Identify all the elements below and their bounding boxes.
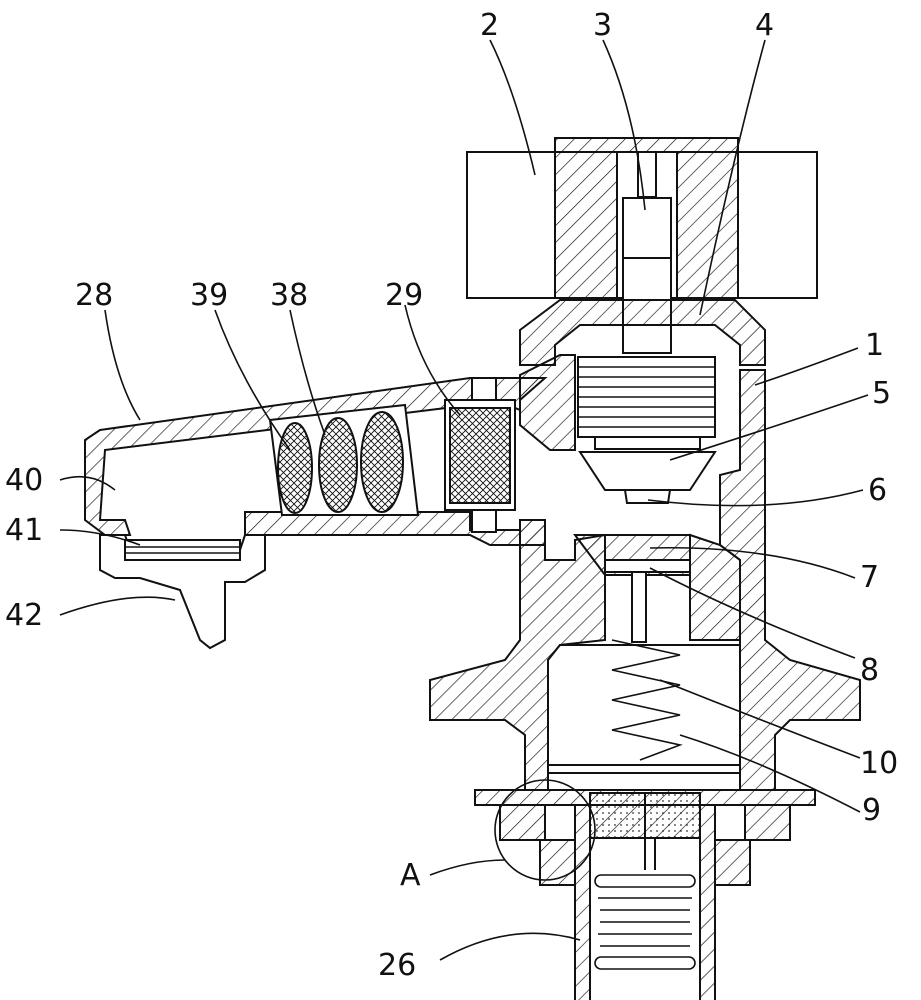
label-7: 7 xyxy=(860,560,879,595)
label-6: 6 xyxy=(868,473,887,508)
check-valve xyxy=(444,377,516,533)
detail-circle-a xyxy=(494,779,596,881)
label-38: 38 xyxy=(270,278,308,313)
label-5: 5 xyxy=(872,376,891,411)
label-3: 3 xyxy=(593,8,612,43)
label-8: 8 xyxy=(860,653,879,688)
label-40: 40 xyxy=(5,463,43,498)
filter-cartridge xyxy=(268,403,420,516)
leader-lines xyxy=(59,39,869,961)
label-29: 29 xyxy=(385,278,423,313)
label-a: A xyxy=(400,858,421,893)
label-9: 9 xyxy=(862,793,881,828)
label-41: 41 xyxy=(5,513,43,548)
label-26: 26 xyxy=(378,948,416,983)
label-28: 28 xyxy=(75,278,113,313)
part-labels: 2 3 4 1 5 6 7 8 10 9 26 28 39 38 29 40 4… xyxy=(5,8,898,983)
label-42: 42 xyxy=(5,598,43,633)
threaded-cartridge xyxy=(577,356,717,504)
label-2: 2 xyxy=(480,8,499,43)
label-1: 1 xyxy=(865,328,884,363)
label-39: 39 xyxy=(190,278,228,313)
label-4: 4 xyxy=(755,8,774,43)
inlet-pipe xyxy=(574,792,716,1000)
label-10: 10 xyxy=(860,746,898,781)
spout xyxy=(84,377,548,650)
